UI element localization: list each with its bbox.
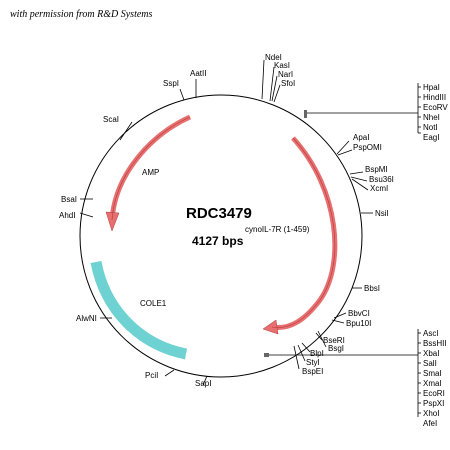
site-alwni: AlwNI [76,314,97,323]
plasmid-backbone [79,94,363,378]
site-sfoi: SfoI [281,79,295,88]
site-pspxi: PspXI [423,399,444,408]
site-nsii: NsiI [375,209,389,218]
site-bsu36i: Bsu36I [369,175,394,184]
site-scai: ScaI [103,115,119,124]
site-sali: SalI [423,359,437,368]
right-site-cluster: ApaI PspOMI BspMI Bsu36I XcmI NsiI BbsI … [293,133,394,376]
site-pspomi: PspOMI [353,143,382,152]
site-ecori: EcoRI [423,389,445,398]
cole1-label: COLE1 [140,299,167,308]
top-site-cluster: NdeI KasI NarI SfoI [261,53,295,103]
site-styi: StyI [306,358,320,367]
site-xhoi: XhoI [423,409,439,418]
site-smai: SmaI [423,369,442,378]
mcs1-site-cluster: HpaI HindIII EcoRV NheI NotI EagI [304,83,448,142]
site-xbai: XbaI [423,349,439,358]
site-aatii: AatII [190,69,206,78]
site-asci: AscI [423,329,439,338]
site-bbsi: BbsI [364,284,380,293]
site-sspi: SspI [163,79,179,88]
site-nhei: NheI [423,113,440,122]
site-bspei: BspEI [302,367,323,376]
insert-label: cynoIL-7R (1-459) [245,225,310,234]
site-ahdi: AhdI [59,211,75,220]
site-ecorv: EcoRV [423,103,448,112]
site-nari: NarI [278,70,293,79]
left-site-cluster: AatII SspI ScaI BsaI AhdI AlwNI PciI Sap… [59,69,211,388]
amp-feature-outline [111,116,191,221]
site-bpu10i: Bpu10I [346,319,371,328]
insert-arrowhead [262,319,279,335]
site-bsshii: BssHII [423,339,447,348]
site-ndei: NdeI [265,53,282,62]
site-xmai: XmaI [423,379,442,388]
amp-label: AMP [142,168,159,177]
site-bbvci: BbvCI [348,309,370,318]
site-hindiii: HindIII [423,93,446,102]
site-bsai: BsaI [61,195,77,204]
site-kasi: KasI [274,61,290,70]
site-pcii: PciI [145,371,158,380]
site-noti: NotI [423,123,438,132]
plasmid-name: RDC3479 [186,205,252,222]
site-sapi: SapI [195,379,211,388]
site-xcmi: XcmI [370,184,388,193]
site-bseri: BseRI [323,336,345,345]
site-bspmi: BspMI [365,165,388,174]
site-afei: AfeI [423,419,437,428]
mcs2-site-cluster: AscI BssHII XbaI SalI SmaI XmaI EcoRI Ps… [264,329,447,428]
site-blpi: BlpI [310,349,324,358]
site-apai: ApaI [353,133,369,142]
site-hpai: HpaI [423,83,440,92]
cole1-feature[interactable] [90,260,188,360]
site-bsgi: BsgI [328,344,344,353]
site-eagi: EagI [423,133,439,142]
plasmid-size: 4127 bps [192,234,244,248]
credit-text: with permission from R&D Systems [10,9,153,20]
